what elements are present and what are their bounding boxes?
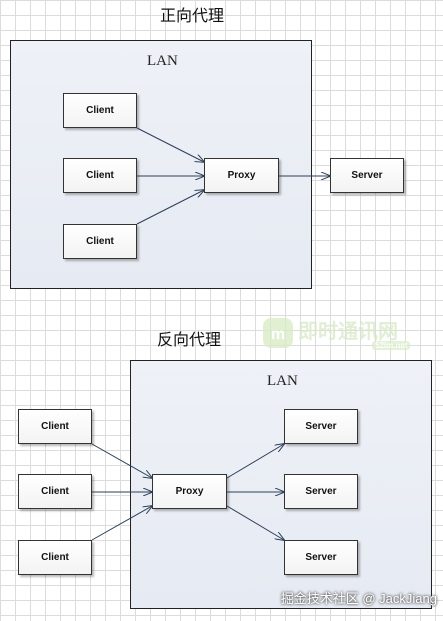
reverse-server-2-label: Server <box>305 486 337 497</box>
forward-client-3: Client <box>63 224 137 259</box>
forward-client-2: Client <box>63 158 137 193</box>
forward-server-label: Server <box>351 170 383 181</box>
svg-text:m: m <box>271 326 285 343</box>
forward-client-1-label: Client <box>86 105 114 116</box>
watermark-logo-icon: m <box>263 318 293 348</box>
forward-server-node: Server <box>330 158 404 193</box>
forward-proxy-node: Proxy <box>204 158 279 193</box>
forward-client-1: Client <box>63 93 137 128</box>
reverse-client-1: Client <box>18 409 92 444</box>
reverse-server-1: Server <box>284 409 358 444</box>
watermark-logo-text: 即时通讯网 <box>298 321 398 343</box>
watermark-logo: m 即时通讯网 52im.net <box>262 313 422 355</box>
footer-credit: 掘金技术社区 @ JackJiang <box>280 591 437 606</box>
reverse-proxy-node: Proxy <box>152 474 227 509</box>
forward-client-2-label: Client <box>86 170 114 181</box>
reverse-client-1-label: Client <box>41 421 69 432</box>
forward-proxy-title: 正向代理 <box>160 6 225 25</box>
reverse-client-3-label: Client <box>41 552 69 563</box>
reverse-proxy-label: Proxy <box>175 486 204 497</box>
reverse-lan-label: LAN <box>267 373 298 389</box>
reverse-server-3: Server <box>284 540 358 575</box>
watermark-sub-text: 52im.net <box>372 341 411 350</box>
reverse-server-2: Server <box>284 474 358 509</box>
forward-client-3-label: Client <box>86 236 114 247</box>
reverse-server-1-label: Server <box>305 421 337 432</box>
forward-proxy-label: Proxy <box>227 170 256 181</box>
reverse-client-2: Client <box>18 474 92 509</box>
reverse-client-2-label: Client <box>41 486 69 497</box>
reverse-proxy-title: 反向代理 <box>157 330 222 349</box>
forward-lan-label: LAN <box>147 53 178 69</box>
reverse-client-3: Client <box>18 540 92 575</box>
reverse-server-3-label: Server <box>305 552 337 563</box>
